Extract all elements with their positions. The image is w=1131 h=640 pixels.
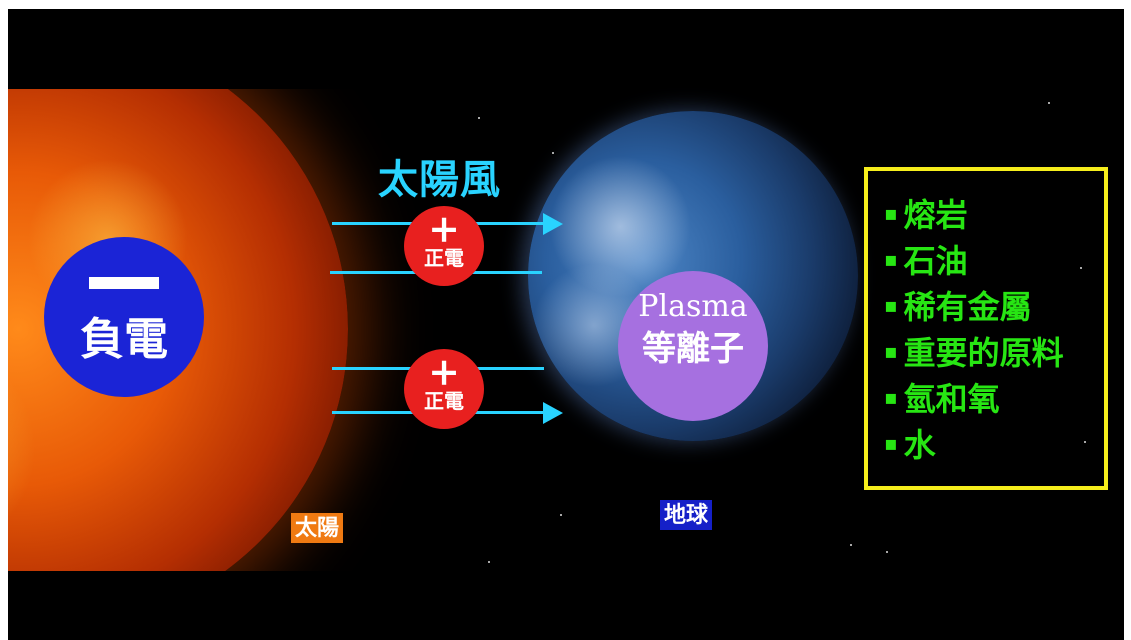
star [1084,441,1086,443]
arrow-head-icon [543,213,563,235]
list-item: ▪水 [884,426,936,464]
list-item: ▪重要的原料 [884,334,1064,372]
list-item: ▪稀有金屬 [884,288,1032,326]
list-item: ▪氫和氧 [884,380,1000,418]
bullet-icon: ▪ [884,339,898,363]
positive-charge-label: 正電 [424,389,464,413]
positive-charge-label: 正電 [424,246,464,270]
bullet-icon: ▪ [884,385,898,409]
negative-charge-label: 負電 [80,314,168,365]
plus-icon: + [428,206,460,251]
list-item: ▪石油 [884,242,968,280]
plasma-english-label: Plasma [638,289,748,324]
star [850,544,852,546]
solar-wind-label: 太陽風 [378,156,501,203]
earth-name-tag: 地球 [660,500,713,530]
star [478,117,480,119]
bullet-icon: ▪ [884,293,898,317]
positive-charge-badge: + 正電 [404,206,484,286]
star [560,514,562,516]
bullet-icon: ▪ [884,431,898,455]
bullet-icon: ▪ [884,247,898,271]
plus-icon: + [428,349,460,394]
arrow-head-icon [543,402,563,424]
star [552,152,554,154]
sun-name-tag: 太陽 [291,513,344,543]
minus-icon [89,277,159,289]
star [488,561,490,563]
resource-list-box: ▪熔岩 ▪石油 ▪稀有金屬 ▪重要的原料 ▪氫和氧 ▪水 [864,167,1108,490]
bullet-icon: ▪ [884,201,898,225]
star [886,551,888,553]
plasma-badge: Plasma 等離子 [618,271,768,421]
plasma-chinese-label: 等離子 [642,329,744,369]
positive-charge-badge: + 正電 [404,349,484,429]
list-item: ▪熔岩 [884,196,968,234]
star [1080,267,1082,269]
negative-charge-badge: 負電 [44,237,204,397]
star [1048,102,1050,104]
